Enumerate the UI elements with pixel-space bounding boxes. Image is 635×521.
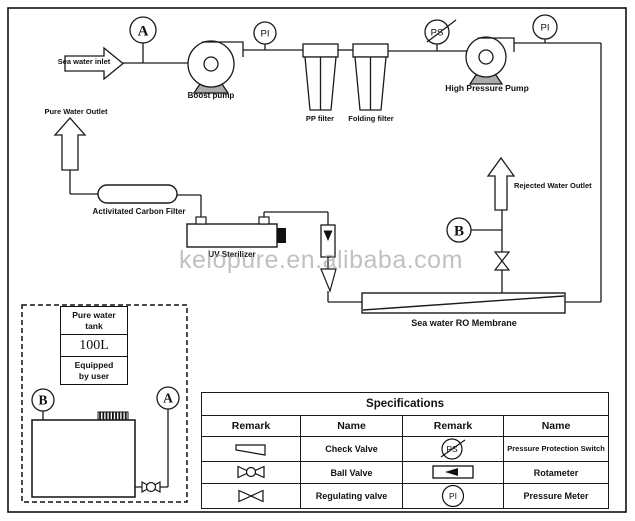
rotameter-icon bbox=[432, 465, 474, 479]
pressure-meter-1-circle bbox=[253, 21, 277, 45]
page-border bbox=[7, 7, 627, 513]
pressure-switch-icon: PS bbox=[440, 438, 466, 460]
tank-enclosure-box bbox=[21, 304, 188, 503]
pressure-switch-cell: PS bbox=[402, 436, 504, 462]
pure-water-outlet-label: Pure Water Outlet bbox=[44, 107, 108, 116]
pressure-meter-name: Pressure Meter bbox=[502, 483, 610, 509]
uv-sterilizer-symbol bbox=[186, 216, 286, 248]
spec-header-row: Remark Name Remark Name bbox=[201, 415, 610, 437]
rejected-water-arrow bbox=[486, 156, 516, 211]
svg-text:PI: PI bbox=[449, 491, 457, 501]
boost-pump-label: Boost pump bbox=[187, 91, 235, 100]
pipes bbox=[42, 39, 602, 488]
uv-sterilizer-label: UV Sterilizer bbox=[208, 250, 256, 259]
tank-note-line2: by user bbox=[78, 370, 110, 381]
pressure-meter-cell: PI bbox=[402, 483, 504, 509]
tank-symbol bbox=[31, 411, 136, 498]
tank-title: Pure water tank bbox=[61, 307, 127, 335]
check-valve-name: Check Valve bbox=[300, 436, 403, 462]
spec-title: Specifications bbox=[200, 392, 610, 416]
check-valve-symbol bbox=[320, 268, 337, 293]
check-valve-icon bbox=[235, 444, 266, 456]
spec-row-1: Check Valve PS Pressure Protection Switc… bbox=[201, 436, 610, 462]
tank-note: Equipped by user bbox=[61, 357, 127, 384]
tank-note-line1: Equipped bbox=[74, 359, 114, 370]
point-b-label: B bbox=[454, 224, 464, 240]
ball-valve-cell bbox=[201, 461, 301, 484]
watermark: kelopure.en.alibaba.com bbox=[179, 246, 463, 274]
ball-valve-symbol bbox=[141, 480, 161, 494]
spec-row-2: Ball Valve Rotameter bbox=[201, 461, 610, 484]
tank-point-b-label: B bbox=[38, 393, 47, 408]
point-a-label: A bbox=[138, 24, 149, 40]
spec-title-row: Specifications bbox=[200, 392, 610, 416]
boost-pump-symbol bbox=[187, 40, 244, 94]
ro-membrane-symbol bbox=[361, 292, 566, 314]
high-pressure-pump-symbol bbox=[465, 36, 515, 85]
pp-filter-label: PP filter bbox=[305, 114, 335, 123]
tank-point-a-label: A bbox=[163, 391, 173, 406]
pressure-meter-1-label: PI bbox=[261, 29, 270, 40]
tank-title-line2: tank bbox=[85, 320, 103, 331]
tank-point-a-circle bbox=[156, 386, 180, 410]
point-a-circle bbox=[129, 16, 157, 44]
rotameter-name: Rotameter bbox=[502, 461, 610, 484]
specifications-table: Specifications Remark Name Remark Name C… bbox=[200, 392, 610, 509]
sea-water-inlet-arrow bbox=[64, 46, 125, 81]
tank-info-box: Pure water tank 100L Equipped by user bbox=[60, 306, 128, 385]
regulating-valve-symbol bbox=[493, 251, 511, 271]
regulating-valve-name: Regulating valve bbox=[300, 483, 403, 509]
pressure-meter-2-circle bbox=[532, 14, 558, 40]
pressure-switch-tick bbox=[426, 19, 457, 43]
sea-water-inlet-label: Sea water inlet bbox=[57, 57, 111, 66]
folding-filter-symbol bbox=[352, 43, 389, 111]
spec-header-remark-1: Remark bbox=[201, 415, 301, 437]
spec-row-3: Regulating valve PI Pressure Meter bbox=[201, 483, 610, 509]
rejected-water-outlet-label: Rejected Water Outlet bbox=[514, 181, 592, 190]
tank-cap bbox=[97, 411, 129, 421]
spec-header-name-1: Name bbox=[300, 415, 403, 437]
tank-title-line1: Pure water bbox=[72, 309, 116, 320]
spec-header-name-2: Name bbox=[502, 415, 610, 437]
spec-header-remark-2: Remark bbox=[402, 415, 504, 437]
pressure-meter-2-label: PI bbox=[541, 23, 550, 34]
carbon-filter-label: Activitated Carbon Filter bbox=[92, 207, 186, 216]
check-valve-cell bbox=[201, 436, 301, 462]
pressure-protection-switch-name: Pressure Protection Switch bbox=[502, 436, 610, 462]
pure-water-outlet-arrow bbox=[53, 117, 87, 171]
regulating-valve-icon bbox=[238, 489, 264, 503]
instrument-circles: A PI PS PI B B A bbox=[31, 14, 558, 412]
tank-point-b-circle bbox=[31, 388, 55, 412]
carbon-filter-symbol bbox=[97, 184, 178, 204]
pp-filter-symbol bbox=[302, 43, 339, 111]
rotameter-symbol bbox=[320, 224, 336, 258]
pressure-switch-circle bbox=[424, 19, 450, 45]
pressure-switch-label: PS bbox=[431, 28, 444, 39]
point-b-circle bbox=[446, 217, 472, 243]
pressure-meter-icon: PI bbox=[441, 484, 465, 508]
rotameter-cell bbox=[402, 461, 504, 484]
high-pressure-pump-label: High Pressure Pump bbox=[445, 83, 529, 93]
tank-capacity: 100L bbox=[61, 335, 127, 357]
folding-filter-label: Folding filter bbox=[348, 114, 394, 123]
ball-valve-icon bbox=[237, 465, 265, 479]
regulating-valve-cell bbox=[201, 483, 301, 509]
ball-valve-name: Ball Valve bbox=[300, 461, 403, 484]
ro-membrane-label: Sea water RO Membrane bbox=[411, 318, 517, 328]
